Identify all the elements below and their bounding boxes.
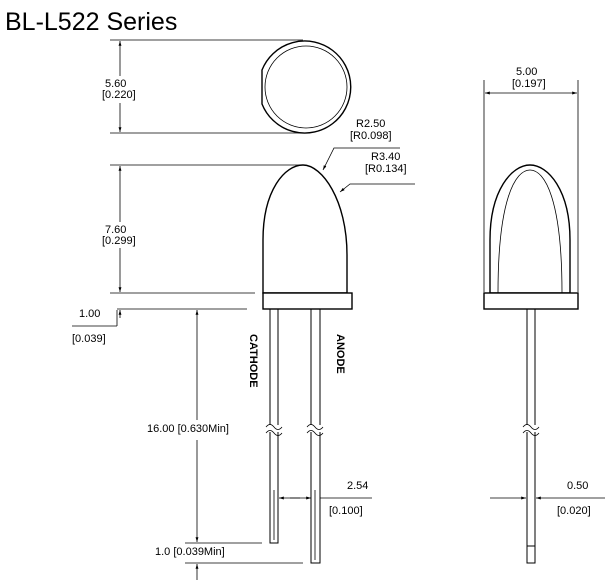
dim-lead-w-in: [0.020]: [557, 505, 591, 517]
dim-r-small-mm: R2.50: [356, 118, 385, 130]
dim-lead-w-mm: 0.50: [567, 480, 588, 492]
side-view: 5.00 [0.197] 0.50 [0.020]: [483, 66, 605, 564]
cathode-lead: [269, 309, 279, 544]
top-inner: [264, 45, 348, 129]
dim-lead-length: 16.00 [0.630Min]: [147, 423, 229, 435]
dim-r-large-in: [R0.134]: [365, 163, 407, 175]
dim-body-in: [0.197]: [512, 78, 546, 90]
dim-top-in: [0.220]: [102, 89, 136, 101]
dim-height-in: [0.299]: [102, 235, 136, 247]
dim-flange-in: [0.039]: [72, 333, 106, 345]
top-outline: [261, 40, 352, 134]
dim-pitch-mm: 2.54: [347, 480, 368, 492]
dim-height-mm: 7.60: [105, 224, 126, 236]
page-title: BL-L522 Series: [5, 8, 177, 36]
dim-pitch-in: [0.100]: [329, 505, 363, 517]
break-marks: [265, 424, 324, 436]
flange: [262, 292, 353, 310]
dim-r-small-in: [R0.098]: [350, 130, 392, 142]
dim-flange-mm: 1.00: [79, 308, 100, 320]
cathode-label: CATHODE: [247, 334, 259, 388]
side-lead: [526, 309, 536, 564]
front-view: CATHODE ANODE 7.60 [0.299] R2.50 [R0.098…: [72, 118, 415, 580]
side-flange: [483, 292, 579, 310]
dome: [262, 164, 348, 294]
dim-lead-offset: 1.0 [0.039Min]: [155, 546, 225, 558]
anode-lead: [310, 309, 321, 564]
dim-top-mm: 5.60: [105, 78, 126, 90]
anode-label: ANODE: [334, 334, 346, 374]
dim-r-large-mm: R3.40: [371, 151, 400, 163]
dim-body-mm: 5.00: [516, 66, 537, 78]
side-dome: [489, 164, 571, 294]
top-view: 5.60 [0.220]: [102, 39, 352, 134]
